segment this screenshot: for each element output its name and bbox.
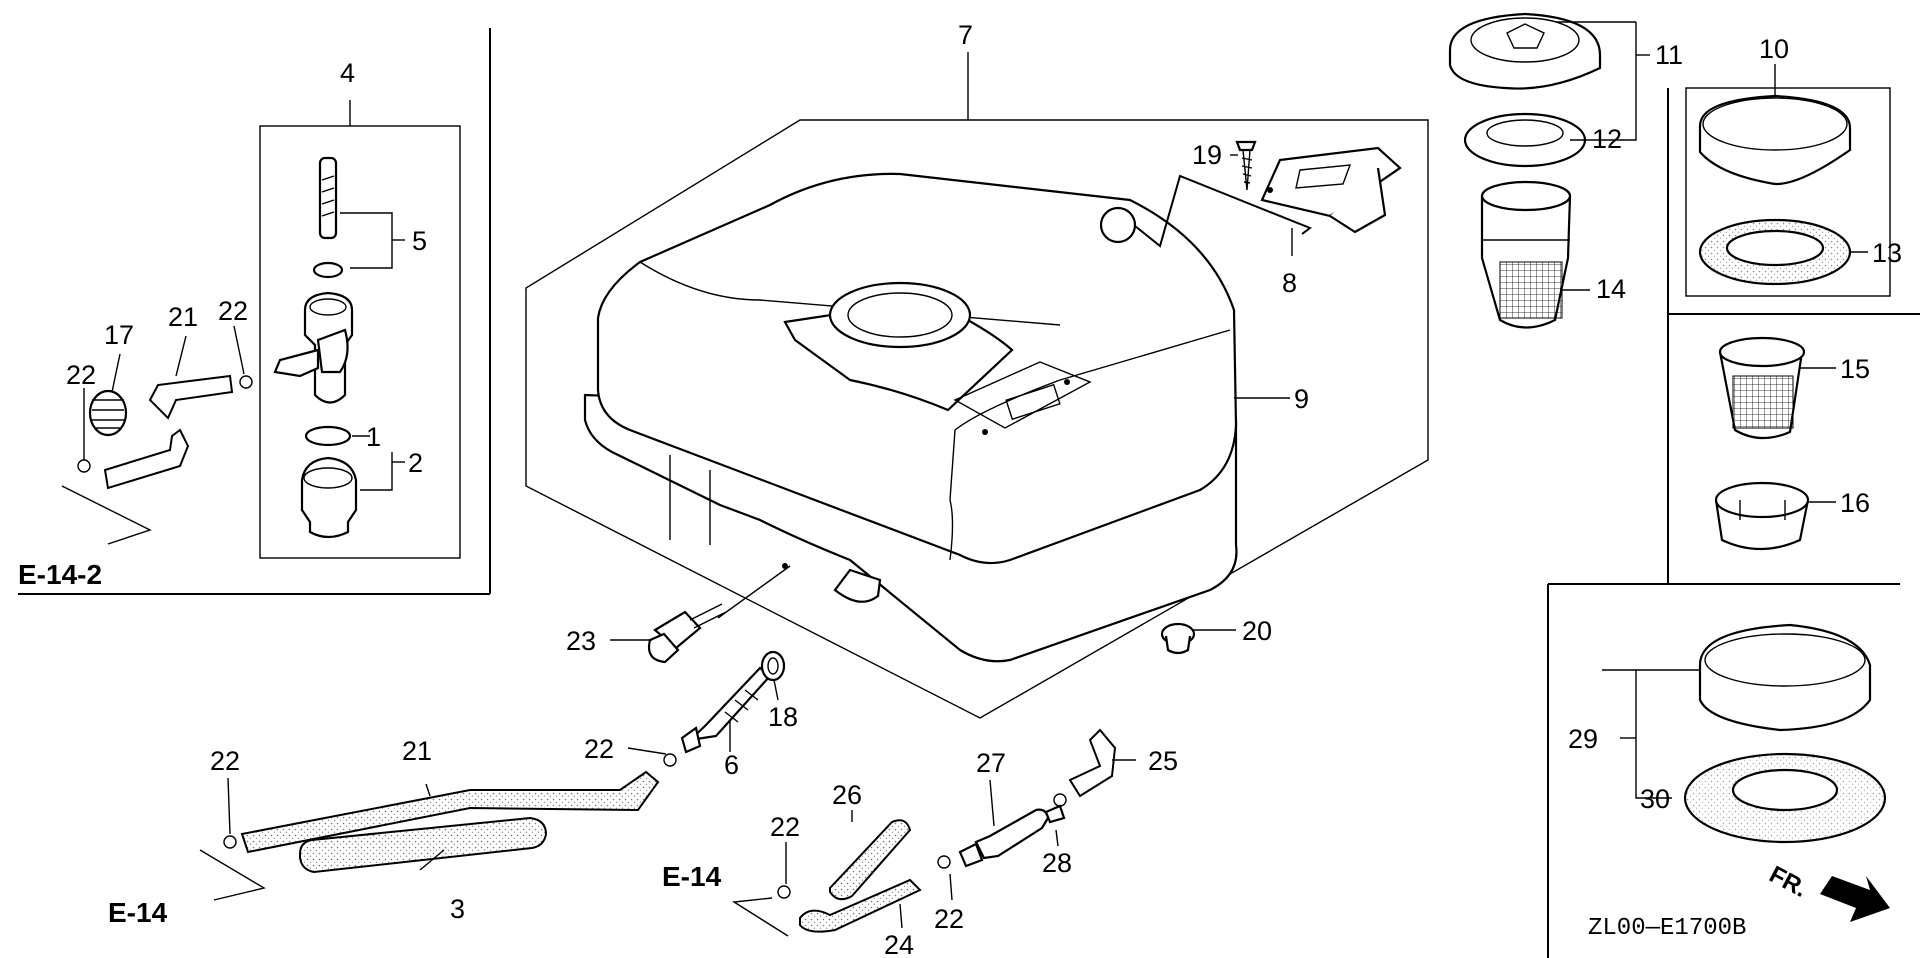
fuel-cap-29 [1698, 623, 1872, 732]
callout-22-filter-left: 22 [770, 812, 800, 842]
hose-24 [799, 878, 922, 933]
callout-15: 15 [1840, 354, 1870, 384]
fuel-gauge [1099, 146, 1402, 248]
callout-5: 5 [412, 226, 427, 256]
callout-11: 11 [1655, 40, 1683, 70]
callout-22-middle: 22 [584, 734, 614, 764]
fuel-filter-27 [958, 804, 1066, 868]
callout-8: 8 [1282, 268, 1297, 298]
callout-21-upper: 21 [168, 302, 198, 332]
callout-labels: 1 2 3 4 5 6 7 8 9 10 11 12 13 14 15 16 1… [18, 20, 1902, 958]
hose-3 [299, 816, 548, 874]
cap-gasket-12 [1463, 112, 1587, 168]
callout-14: 14 [1596, 274, 1626, 304]
reference-e14-middle: E-14 [662, 861, 722, 892]
front-arrow-icon [1820, 876, 1890, 922]
callout-20: 20 [1242, 616, 1272, 646]
callout-25: 25 [1148, 746, 1178, 776]
callout-7: 7 [958, 20, 973, 50]
callout-9: 9 [1294, 384, 1309, 414]
hose-25 [1068, 728, 1117, 798]
right-option-frames [1547, 87, 1920, 958]
drawing-code: ZL00—E1700B [1588, 915, 1746, 942]
left-inset-frame [18, 28, 491, 595]
callout-16: 16 [1840, 488, 1870, 518]
strainer-15 [1718, 336, 1806, 440]
gasket-30 [1683, 752, 1887, 844]
callout-1: 1 [366, 422, 381, 452]
o-ring-1 [304, 425, 352, 447]
front-label: FR. [1765, 861, 1812, 903]
callout-28: 28 [1042, 848, 1072, 878]
callout-29: 29 [1568, 724, 1598, 754]
callout-4: 4 [340, 58, 355, 88]
callout-13: 13 [1872, 238, 1902, 268]
callout-3: 3 [450, 894, 465, 924]
filler-cap-11 [1448, 12, 1602, 90]
strainer-holder-16 [1714, 481, 1810, 551]
screw-19 [1235, 140, 1257, 191]
callout-22-filter-bottom: 22 [934, 904, 964, 934]
washer-18 [760, 650, 786, 682]
fuel-tank [583, 172, 1238, 663]
callout-19: 19 [1192, 140, 1222, 170]
callout-30: 30 [1640, 784, 1670, 814]
drain-bolt-23 [647, 603, 727, 664]
callout-23: 23 [566, 626, 596, 656]
callout-27: 27 [976, 748, 1006, 778]
callout-6: 6 [724, 750, 739, 780]
fuel-cap-10 [1698, 94, 1852, 186]
callout-12: 12 [1592, 124, 1622, 154]
callout-18: 18 [768, 702, 798, 732]
callout-22-lower-left: 22 [210, 746, 240, 776]
leader-lines [61, 21, 1868, 937]
reference-e14-2: E-14-2 [18, 559, 102, 590]
callout-21-lower: 21 [402, 736, 432, 766]
callout-24: 24 [884, 930, 914, 958]
callout-2: 2 [408, 448, 423, 478]
plug-20 [1160, 622, 1196, 655]
hose-26 [829, 819, 912, 901]
hose-21-lower [240, 770, 660, 854]
fuel-cup-2 [300, 456, 358, 539]
fuel-valve-group-box [259, 125, 461, 559]
clip-17 [88, 389, 128, 437]
fuel-tank-group-outline [525, 119, 1429, 719]
callout-17: 17 [104, 320, 134, 350]
callout-10: 10 [1759, 34, 1789, 64]
callout-22-upper-left: 22 [66, 360, 96, 390]
callout-22-upper-right: 22 [218, 296, 248, 326]
cap-gasket-13 [1698, 218, 1852, 286]
strainer-14 [1480, 180, 1572, 329]
fuel-joint-6 [680, 666, 772, 754]
callout-26: 26 [832, 780, 862, 810]
fuel-valve-4 [273, 156, 354, 404]
hose-21-upper [103, 374, 234, 490]
reference-e14-bottom: E-14 [108, 897, 168, 928]
hose-clips-lower [223, 753, 1067, 899]
